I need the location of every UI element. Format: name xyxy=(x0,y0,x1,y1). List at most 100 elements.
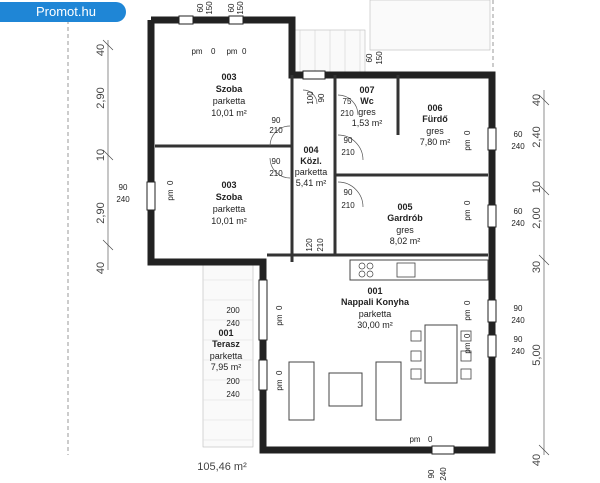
svg-text:150: 150 xyxy=(375,51,384,65)
svg-text:60: 60 xyxy=(196,3,205,12)
svg-text:8,02 m²: 8,02 m² xyxy=(390,236,421,246)
svg-text:Fürdő: Fürdő xyxy=(422,114,448,124)
left-dim-3: 10 xyxy=(95,149,107,161)
svg-text:5,41 m²: 5,41 m² xyxy=(296,178,327,188)
svg-text:240: 240 xyxy=(511,142,525,151)
svg-text:240: 240 xyxy=(511,316,525,325)
svg-text:0: 0 xyxy=(211,47,216,56)
svg-text:75: 75 xyxy=(343,97,352,106)
svg-text:Szoba: Szoba xyxy=(216,192,243,202)
svg-text:90: 90 xyxy=(344,188,353,197)
svg-text:0: 0 xyxy=(463,333,472,338)
svg-text:0: 0 xyxy=(463,130,472,135)
svg-text:parketta: parketta xyxy=(359,309,392,319)
svg-text:pm: pm xyxy=(463,342,472,353)
svg-text:30,00 m²: 30,00 m² xyxy=(357,320,393,330)
svg-text:Terasz: Terasz xyxy=(212,339,240,349)
svg-text:1,53 m²: 1,53 m² xyxy=(352,118,383,128)
svg-text:150: 150 xyxy=(205,1,214,15)
svg-text:Gardrób: Gardrób xyxy=(387,213,423,223)
svg-text:004: 004 xyxy=(303,145,318,155)
svg-text:7,80 m²: 7,80 m² xyxy=(420,137,451,147)
svg-text:210: 210 xyxy=(340,109,354,118)
svg-text:200: 200 xyxy=(226,306,240,315)
svg-text:240: 240 xyxy=(116,195,130,204)
svg-text:Közl.: Közl. xyxy=(300,156,322,166)
svg-text:0: 0 xyxy=(275,305,284,310)
pm-marker-4: pm0 xyxy=(166,180,175,201)
svg-text:007: 007 xyxy=(359,85,374,95)
svg-text:parketta: parketta xyxy=(210,351,243,361)
svg-text:pm: pm xyxy=(226,47,237,56)
svg-text:pm: pm xyxy=(463,209,472,220)
svg-text:150: 150 xyxy=(236,1,245,15)
svg-text:7,95 m²: 7,95 m² xyxy=(211,362,242,372)
svg-text:60: 60 xyxy=(514,207,523,216)
pm-marker-10: pm 0 xyxy=(275,370,284,391)
svg-text:pm: pm xyxy=(191,47,202,56)
svg-text:90: 90 xyxy=(514,304,523,313)
svg-text:pm: pm xyxy=(463,139,472,150)
svg-text:005: 005 xyxy=(397,202,412,212)
right-dim-3: 10 xyxy=(531,181,543,193)
svg-text:pm: pm xyxy=(275,379,284,390)
pm-marker-6: pm 0 xyxy=(463,200,472,221)
right-dim-2: 2,40 xyxy=(531,126,543,147)
svg-text:0: 0 xyxy=(463,200,472,205)
svg-text:210: 210 xyxy=(269,126,283,135)
pm-marker-9: pm0 xyxy=(275,305,284,326)
svg-text:parketta: parketta xyxy=(213,96,246,106)
misc-number-2: 90 xyxy=(317,93,326,102)
svg-text:10,01 m²: 10,01 m² xyxy=(211,108,247,118)
svg-text:0: 0 xyxy=(275,370,284,375)
svg-text:240: 240 xyxy=(439,467,448,481)
svg-text:210: 210 xyxy=(341,201,355,210)
svg-text:gres: gres xyxy=(426,126,444,136)
svg-text:60: 60 xyxy=(365,53,374,62)
svg-text:0: 0 xyxy=(242,47,247,56)
pm-marker-5: pm 0 xyxy=(463,130,472,151)
right-dim-4: 2,00 xyxy=(531,207,543,228)
svg-text:Nappali Konyha: Nappali Konyha xyxy=(341,297,410,307)
watermark-badge: Promot.hu xyxy=(0,2,126,22)
misc-number-4: 210 xyxy=(316,238,325,252)
right-dim-1: 40 xyxy=(531,94,543,106)
svg-text:10,01 m²: 10,01 m² xyxy=(211,216,247,226)
svg-text:0: 0 xyxy=(463,300,472,305)
svg-text:Szoba: Szoba xyxy=(216,84,243,94)
svg-text:90: 90 xyxy=(427,469,436,478)
svg-text:003: 003 xyxy=(221,180,236,190)
left-dim-4: 2,90 xyxy=(95,202,107,223)
left-dim-2: 2,90 xyxy=(95,87,107,108)
svg-text:200: 200 xyxy=(226,377,240,386)
svg-text:gres: gres xyxy=(396,225,414,235)
svg-text:pm: pm xyxy=(166,189,175,200)
svg-text:parketta: parketta xyxy=(295,167,328,177)
pm-marker-8: pm 0 xyxy=(463,333,472,354)
right-dim-7: 40 xyxy=(531,454,543,466)
pm-marker-7: pm0 xyxy=(463,300,472,321)
svg-text:90: 90 xyxy=(514,335,523,344)
svg-text:90: 90 xyxy=(344,136,353,145)
svg-text:210: 210 xyxy=(269,169,283,178)
svg-text:90: 90 xyxy=(119,183,128,192)
left-dim-1: 40 xyxy=(95,44,107,56)
watermark-text: Promot.hu xyxy=(36,4,96,19)
